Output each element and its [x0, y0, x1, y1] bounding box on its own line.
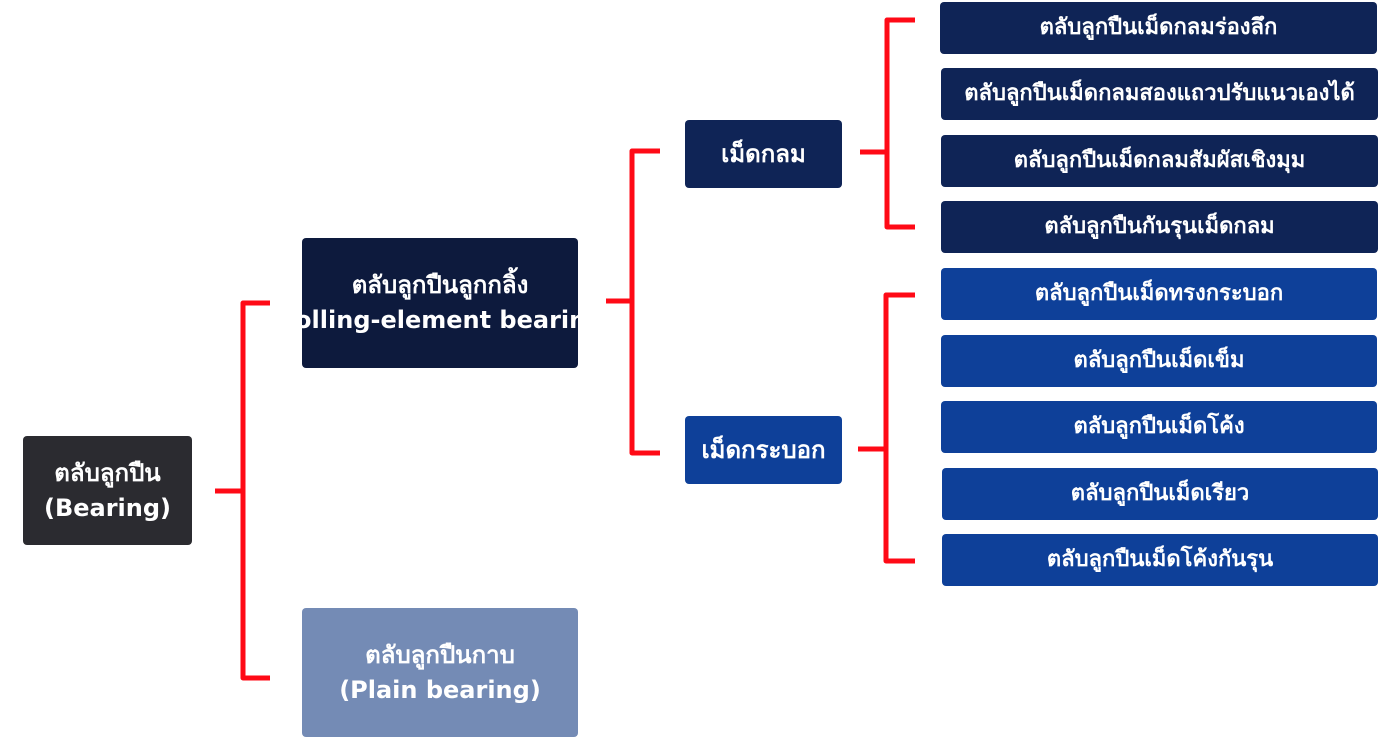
root-label-thai: ตลับลูกปืน [54, 458, 161, 487]
rolling-element-node: ตลับลูกปืนลูกกลิ้ง Rolling-element beari… [277, 238, 603, 368]
roller-item-label: ตลับลูกปืนเม็ดโค้ง [1073, 414, 1245, 440]
connector-rolling [606, 148, 660, 456]
ball-item: ตลับลูกปืนเม็ดกลมร่องลึก [940, 2, 1377, 54]
root-node: ตลับลูกปืน (Bearing) [23, 436, 192, 545]
connector-root [215, 300, 270, 681]
roller-item-label: ตลับลูกปืนเม็ดเรียว [1070, 481, 1250, 507]
roller-item: ตลับลูกปืนเม็ดโค้งกันรุน [942, 534, 1378, 586]
ball-item-label: ตลับลูกปืนกันรุนเม็ดกลม [1044, 214, 1275, 240]
ball-item-label: ตลับลูกปืนเม็ดกลมร่องลึก [1039, 15, 1278, 41]
connector-roller [858, 292, 915, 564]
roller-type-label: เม็ดกระบอก [701, 435, 826, 464]
plain-bearing-node: ตลับลูกปืนกาบ (Plain bearing) [302, 608, 578, 737]
rolling-label-thai: ตลับลูกปืนลูกกลิ้ง [351, 271, 529, 300]
plain-label-english: (Plain bearing) [339, 675, 541, 704]
roller-item: ตลับลูกปืนเม็ดเข็ม [941, 335, 1377, 387]
ball-item-label: ตลับลูกปืนเม็ดกลมสองแถวปรับแนวเองได้ [964, 81, 1355, 107]
roller-item-label: ตลับลูกปืนเม็ดทรงกระบอก [1034, 281, 1284, 307]
ball-item: ตลับลูกปืนเม็ดกลมสองแถวปรับแนวเองได้ [941, 68, 1378, 120]
roller-item: ตลับลูกปืนเม็ดโค้ง [941, 401, 1377, 453]
roller-item: ตลับลูกปืนเม็ดเรียว [942, 468, 1378, 520]
roller-item-label: ตลับลูกปืนเม็ดเข็ม [1073, 348, 1245, 374]
roller-item-label: ตลับลูกปืนเม็ดโค้งกันรุน [1046, 547, 1274, 573]
root-label-english: (Bearing) [43, 493, 172, 522]
ball-item-label: ตลับลูกปืนเม็ดกลมสัมผัสเชิงมุม [1013, 148, 1306, 174]
roller-type-node: เม็ดกระบอก [685, 416, 842, 484]
rolling-label-english: Rolling-element bearing [276, 306, 604, 334]
roller-item: ตลับลูกปืนเม็ดทรงกระบอก [941, 268, 1377, 320]
plain-label-thai: ตลับลูกปืนกาบ [365, 640, 515, 669]
connector-ball [860, 17, 915, 230]
ball-item: ตลับลูกปืนกันรุนเม็ดกลม [941, 201, 1378, 253]
ball-item: ตลับลูกปืนเม็ดกลมสัมผัสเชิงมุม [941, 135, 1378, 187]
ball-type-label: เม็ดกลม [721, 139, 806, 168]
ball-type-node: เม็ดกลม [685, 120, 842, 188]
